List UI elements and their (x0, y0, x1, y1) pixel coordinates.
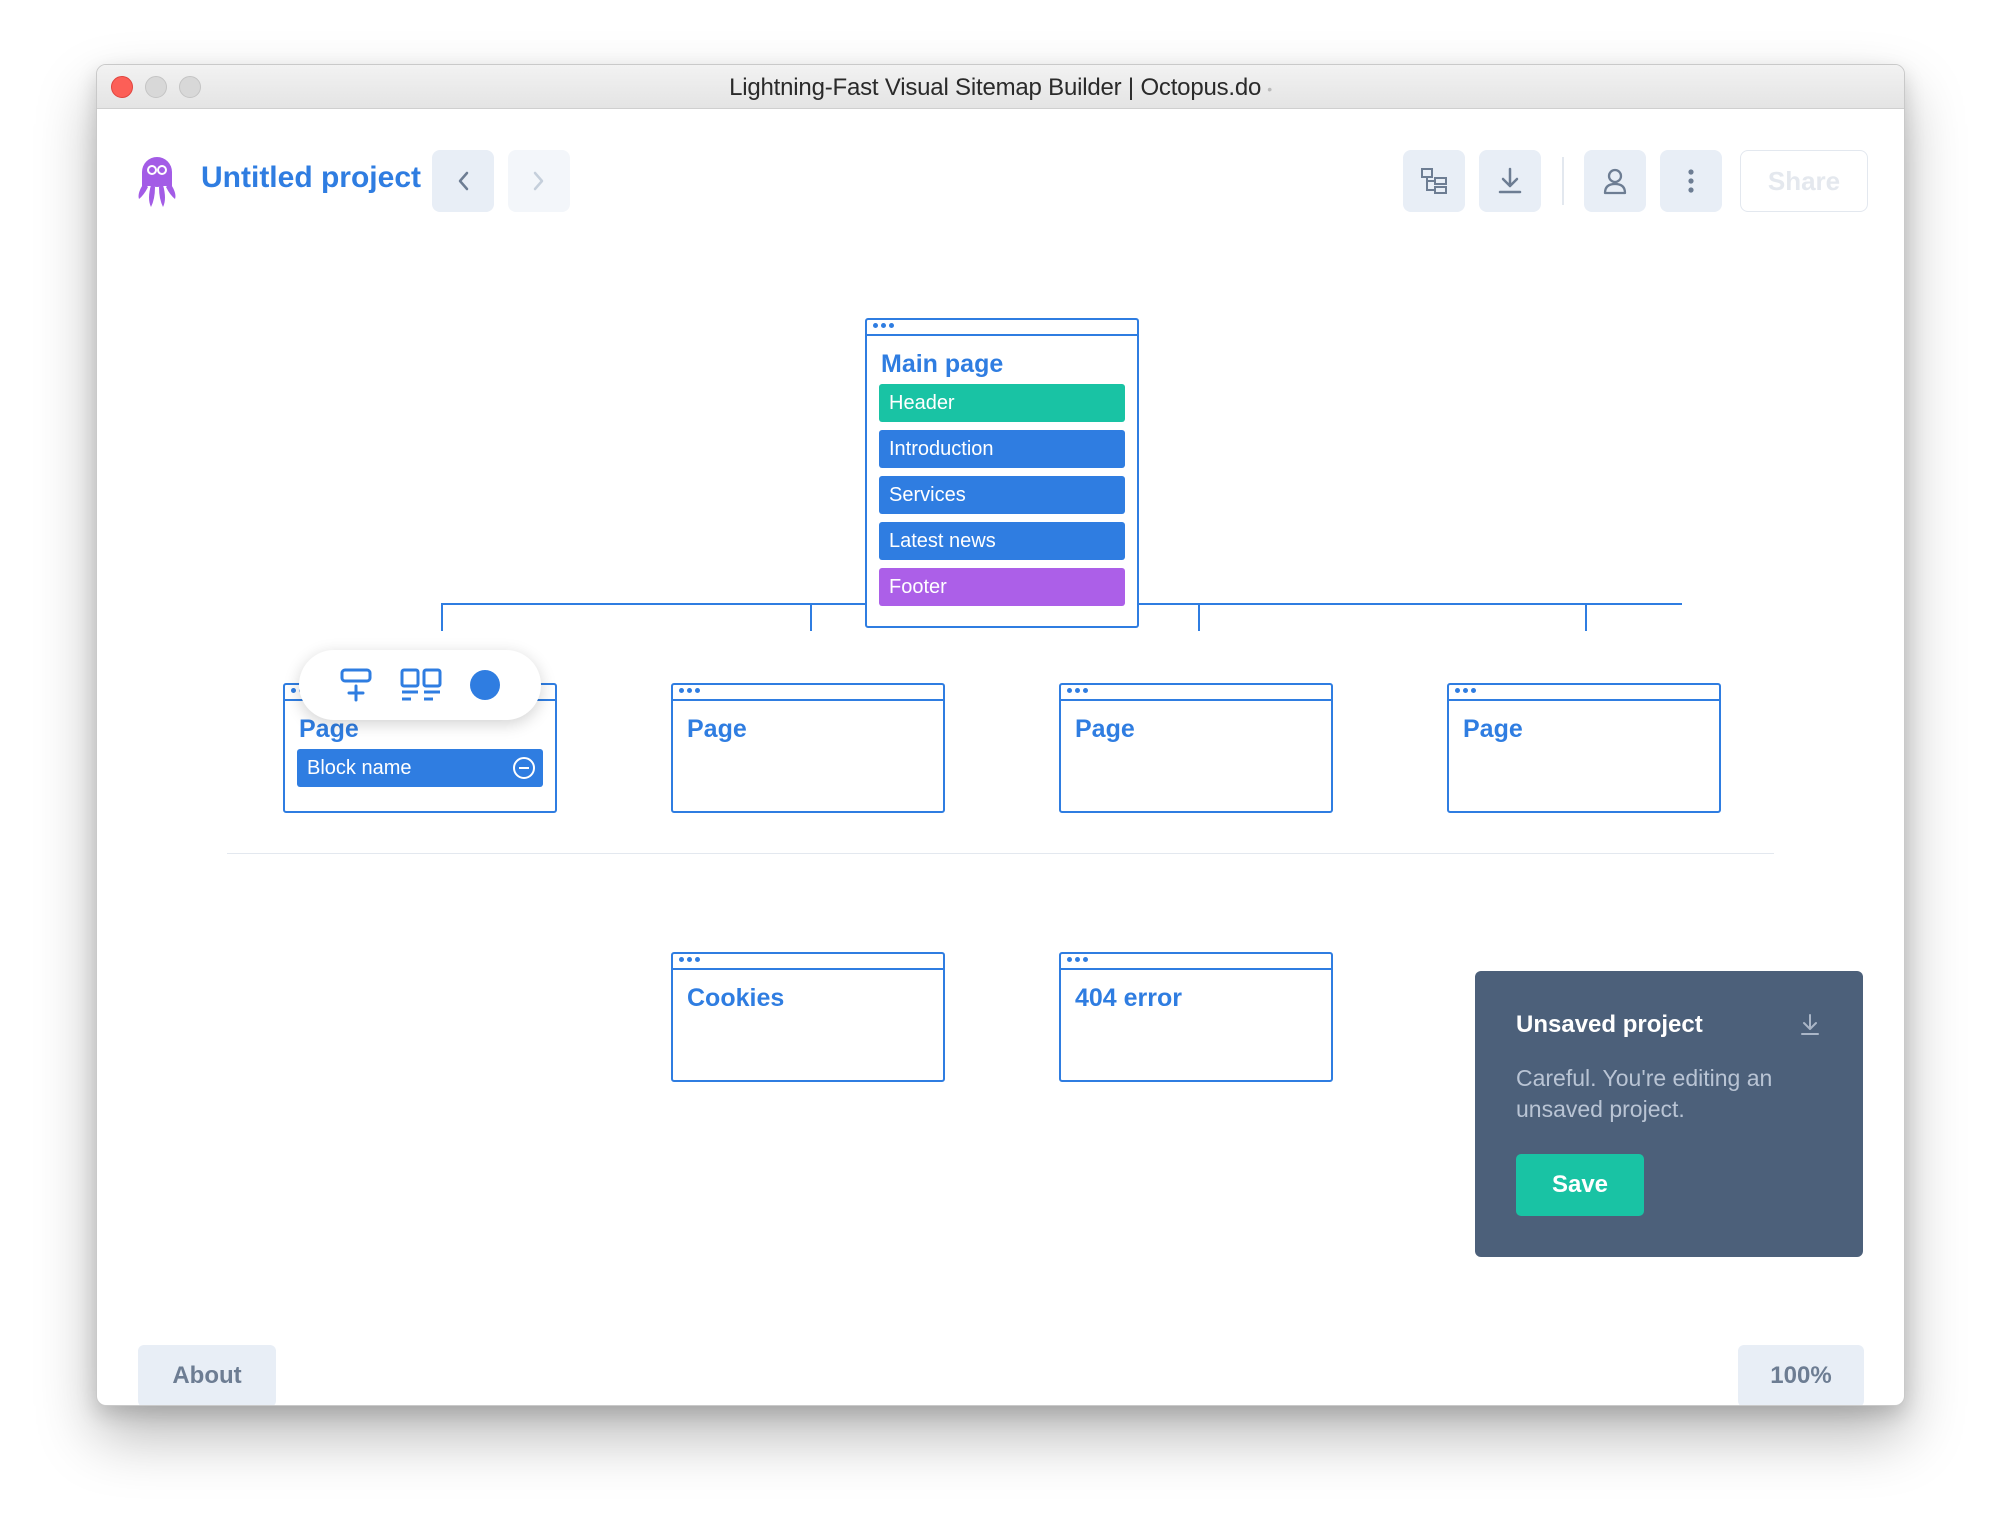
layout-grid-icon[interactable] (399, 667, 443, 703)
connector-child-4 (1585, 603, 1587, 631)
card-menu-icon[interactable] (1067, 688, 1088, 693)
remove-block-icon[interactable] (513, 757, 535, 779)
close-window-button[interactable] (111, 76, 133, 98)
card-title-bar (673, 954, 943, 970)
forward-button[interactable] (508, 150, 570, 212)
window-title: Lightning-Fast Visual Sitemap Builder | … (729, 74, 1272, 101)
card-title-bar (1061, 954, 1331, 970)
page-card-cookies[interactable]: Cookies (671, 952, 945, 1082)
section-divider (227, 853, 1774, 854)
connector-child-3 (1198, 603, 1200, 631)
card-floating-toolbar (299, 650, 541, 720)
card-menu-icon[interactable] (1455, 688, 1476, 693)
add-block-icon[interactable] (339, 667, 373, 703)
user-icon (1603, 168, 1627, 195)
more-options-button[interactable] (1660, 150, 1722, 212)
card-title-bar (867, 320, 1137, 336)
block-footer[interactable]: Footer (879, 568, 1125, 606)
page-card-child-4[interactable]: Page (1447, 683, 1721, 813)
card-menu-icon[interactable] (1067, 957, 1088, 962)
block-latest-news[interactable]: Latest news (879, 522, 1125, 560)
maximize-window-button[interactable] (179, 76, 201, 98)
card-menu-icon[interactable] (873, 323, 894, 328)
share-button[interactable]: Share (1740, 150, 1868, 212)
page-card-404[interactable]: 404 error (1059, 952, 1333, 1082)
title-bar: Lightning-Fast Visual Sitemap Builder | … (97, 65, 1904, 109)
download-icon[interactable] (1799, 1013, 1821, 1037)
block-label[interactable]: Block name (307, 757, 412, 779)
chevron-right-icon (533, 171, 544, 191)
project-title[interactable]: Untitled project (201, 161, 422, 194)
edited-indicator: • (1267, 80, 1272, 97)
app-window: Lightning-Fast Visual Sitemap Builder | … (96, 64, 1905, 1406)
page-card-title[interactable]: Page (1463, 715, 1523, 743)
save-button[interactable]: Save (1516, 1154, 1644, 1216)
download-icon (1498, 167, 1522, 194)
block-services[interactable]: Services (879, 476, 1125, 514)
page-card-main[interactable]: Main page Header Introduction Services L… (865, 318, 1139, 628)
block-introduction[interactable]: Introduction (879, 430, 1125, 468)
download-button[interactable] (1479, 150, 1541, 212)
toolbar-divider (1562, 157, 1564, 205)
page-card-title[interactable]: 404 error (1075, 984, 1183, 1012)
minimize-window-button[interactable] (145, 76, 167, 98)
toast-message: Careful. You're editing an unsaved proje… (1516, 1065, 1773, 1122)
account-button[interactable] (1584, 150, 1646, 212)
page-card-title[interactable]: Page (687, 715, 747, 743)
page-card-title[interactable]: Cookies (687, 984, 785, 1012)
back-button[interactable] (432, 150, 494, 212)
page-card-title[interactable]: Page (1075, 715, 1135, 743)
block-item[interactable]: Block name (297, 749, 543, 787)
color-dot-icon[interactable] (468, 667, 502, 703)
card-title-bar (673, 685, 943, 701)
zoom-level-button[interactable]: 100% (1738, 1345, 1864, 1405)
card-title-bar (1061, 685, 1331, 701)
sitemap-view-button[interactable] (1403, 150, 1465, 212)
connector-child-1 (441, 603, 443, 631)
app-content: Untitled project (97, 109, 1904, 1405)
chevron-left-icon (458, 171, 469, 191)
card-title-bar (1449, 685, 1719, 701)
more-vertical-icon (1688, 169, 1694, 193)
sitemap-tree-icon (1421, 168, 1447, 194)
about-button[interactable]: About (138, 1345, 276, 1405)
page-card-title[interactable]: Main page (881, 350, 1004, 378)
page-card-child-2[interactable]: Page (671, 683, 945, 813)
octopus-logo-icon[interactable] (135, 153, 179, 209)
toast-title: Unsaved project (1516, 1011, 1703, 1038)
page-card-child-3[interactable]: Page (1059, 683, 1333, 813)
card-menu-icon[interactable] (679, 688, 700, 693)
card-menu-icon[interactable] (679, 957, 700, 962)
block-header[interactable]: Header (879, 384, 1125, 422)
connector-child-2 (810, 603, 812, 631)
unsaved-project-toast: Unsaved project Careful. You're editing … (1475, 971, 1863, 1257)
